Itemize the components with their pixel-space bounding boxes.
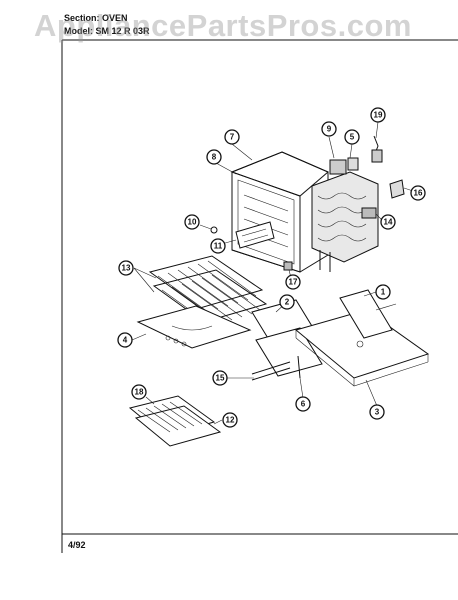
callout-6[interactable]: 6 <box>295 396 311 412</box>
callout-7[interactable]: 7 <box>224 129 240 145</box>
section-header: Section: OVEN <box>64 13 128 23</box>
callout-17[interactable]: 17 <box>285 274 301 290</box>
svg-text:5: 5 <box>350 133 355 142</box>
callout-5[interactable]: 5 <box>344 129 360 145</box>
clip-10-drawing <box>210 226 218 234</box>
model-label: Model: <box>64 26 93 36</box>
section-value: OVEN <box>102 13 128 23</box>
part-17-drawing <box>283 261 293 271</box>
insulation-assembly-drawing <box>311 157 379 272</box>
callout-1[interactable]: 1 <box>375 284 391 300</box>
svg-text:17: 17 <box>289 278 298 287</box>
model-value: SM 12 R 03R <box>95 26 150 36</box>
svg-text:11: 11 <box>214 242 223 251</box>
svg-text:4: 4 <box>123 336 128 345</box>
callout-10[interactable]: 10 <box>184 214 200 230</box>
callout-3[interactable]: 3 <box>369 404 385 420</box>
callout-8[interactable]: 8 <box>206 149 222 165</box>
drawer-slides-drawing <box>251 299 323 381</box>
leader-lines <box>131 121 417 425</box>
svg-text:10: 10 <box>188 218 197 227</box>
callout-14[interactable]: 14 <box>380 214 396 230</box>
svg-text:15: 15 <box>216 374 225 383</box>
callout-19[interactable]: 19 <box>370 107 386 123</box>
callout-4[interactable]: 4 <box>117 332 133 348</box>
svg-text:9: 9 <box>327 125 332 134</box>
svg-text:16: 16 <box>414 189 423 198</box>
svg-text:8: 8 <box>212 153 217 162</box>
shield-11-drawing <box>235 221 275 249</box>
oven-bottom-drawing <box>136 305 252 349</box>
svg-text:1: 1 <box>381 288 386 297</box>
watermark: AppliancePartsPros.com <box>34 8 412 43</box>
svg-text:3: 3 <box>375 408 380 417</box>
callout-9[interactable]: 9 <box>321 121 337 137</box>
section-label: Section: <box>64 13 100 23</box>
svg-text:7: 7 <box>230 133 235 142</box>
model-header: Model: SM 12 R 03R <box>64 26 150 36</box>
bracket-16-drawing <box>389 179 405 199</box>
callout-16[interactable]: 16 <box>410 185 426 201</box>
broiler-pan-drawing <box>128 395 222 447</box>
callout-18[interactable]: 18 <box>131 384 147 400</box>
bracket-1-drawing <box>339 289 397 339</box>
svg-text:14: 14 <box>384 218 393 227</box>
igniter-drawing <box>371 135 383 163</box>
callout-13[interactable]: 13 <box>118 260 134 276</box>
svg-text:18: 18 <box>135 388 144 397</box>
svg-text:19: 19 <box>374 111 383 120</box>
svg-text:2: 2 <box>285 298 290 307</box>
callout-2[interactable]: 2 <box>279 294 295 310</box>
callout-12[interactable]: 12 <box>222 412 238 428</box>
callout-15[interactable]: 15 <box>212 370 228 386</box>
burner-box-base-drawing <box>294 309 430 387</box>
svg-text:13: 13 <box>122 264 131 273</box>
footer-date: 4/92 <box>68 540 86 550</box>
svg-text:12: 12 <box>226 416 235 425</box>
callout-11[interactable]: 11 <box>210 238 226 254</box>
svg-text:6: 6 <box>301 400 306 409</box>
